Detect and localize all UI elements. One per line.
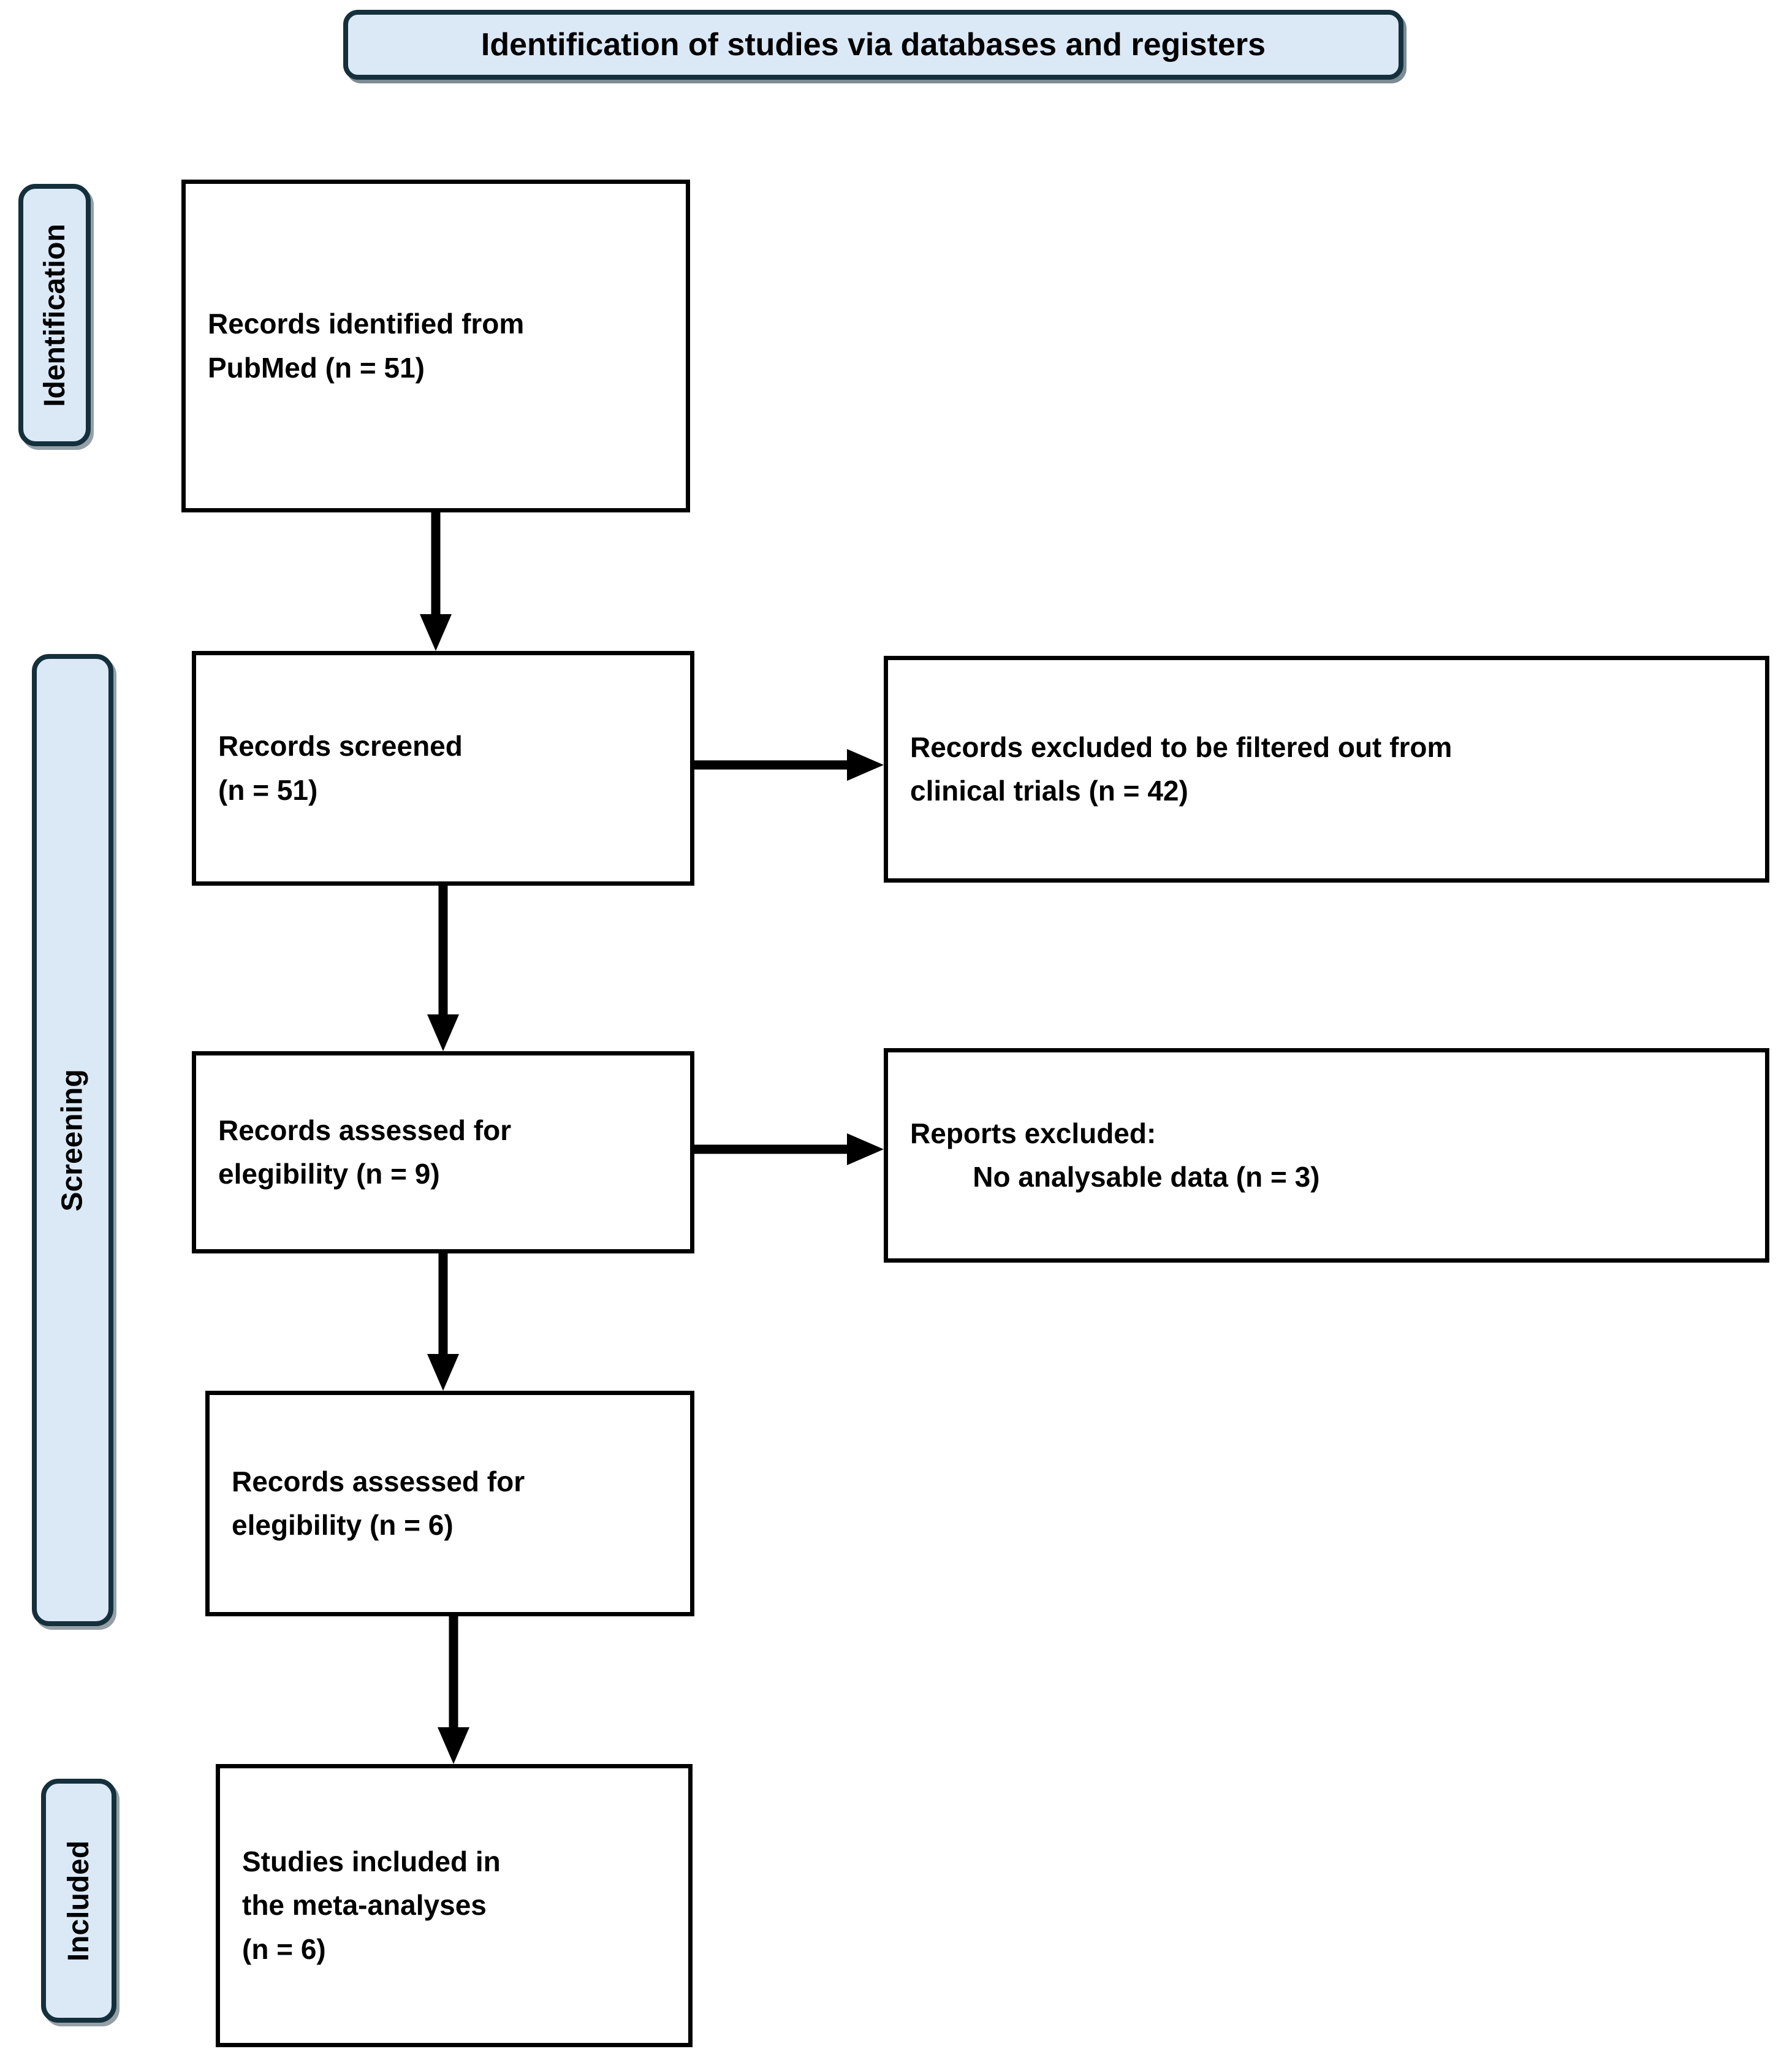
arrow-assessed9-to-assessed6 [427,1253,459,1391]
box-records-assessed-eligibility-6-text: Records assessed for elegibility (n = 6) [232,1465,525,1541]
box-records-identified: Records identified from PubMed (n = 51) [181,180,690,512]
stage-label-included: Included [41,1779,116,2023]
box-records-assessed-eligibility-9: Records assessed for elegibility (n = 9) [192,1051,694,1253]
arrow-screened-to-excluded [694,749,884,781]
box-records-assessed-eligibility-6: Records assessed for elegibility (n = 6) [205,1391,694,1616]
box-studies-included: Studies included in the meta-analyses (n… [216,1764,693,2047]
box-reports-excluded: Reports excluded: No analysable data (n … [884,1048,1769,1263]
box-records-assessed-eligibility-9-text: Records assessed for elegibility (n = 9) [218,1114,512,1190]
box-records-excluded: Records excluded to be filtered out from… [884,656,1769,883]
box-records-excluded-text: Records excluded to be filtered out from… [910,731,1452,807]
page-title: Identification of studies via databases … [480,27,1266,63]
stage-label-screening-text: Screening [56,1068,89,1212]
arrow-screened-to-assessed9 [427,886,459,1051]
title-banner: Identification of studies via databases … [343,10,1403,80]
box-records-identified-text: Records identified from PubMed (n = 51) [208,308,525,384]
arrow-identified-to-screened [420,512,452,651]
box-records-screened-text: Records screened (n = 51) [218,730,463,806]
arrow-assessed9-to-reports-excluded [694,1133,884,1165]
box-studies-included-text: Studies included in the meta-analyses (n… [242,1846,501,1965]
stage-label-included-text: Included [63,1840,95,1961]
box-reports-excluded-text: Reports excluded: No analysable data (n … [910,1117,1320,1193]
stage-label-identification: Identification [18,184,91,446]
arrow-assessed6-to-included [438,1616,469,1764]
stage-label-screening: Screening [32,654,113,1626]
stage-label-identification-text: Identification [38,223,71,407]
box-records-screened: Records screened (n = 51) [192,651,694,886]
